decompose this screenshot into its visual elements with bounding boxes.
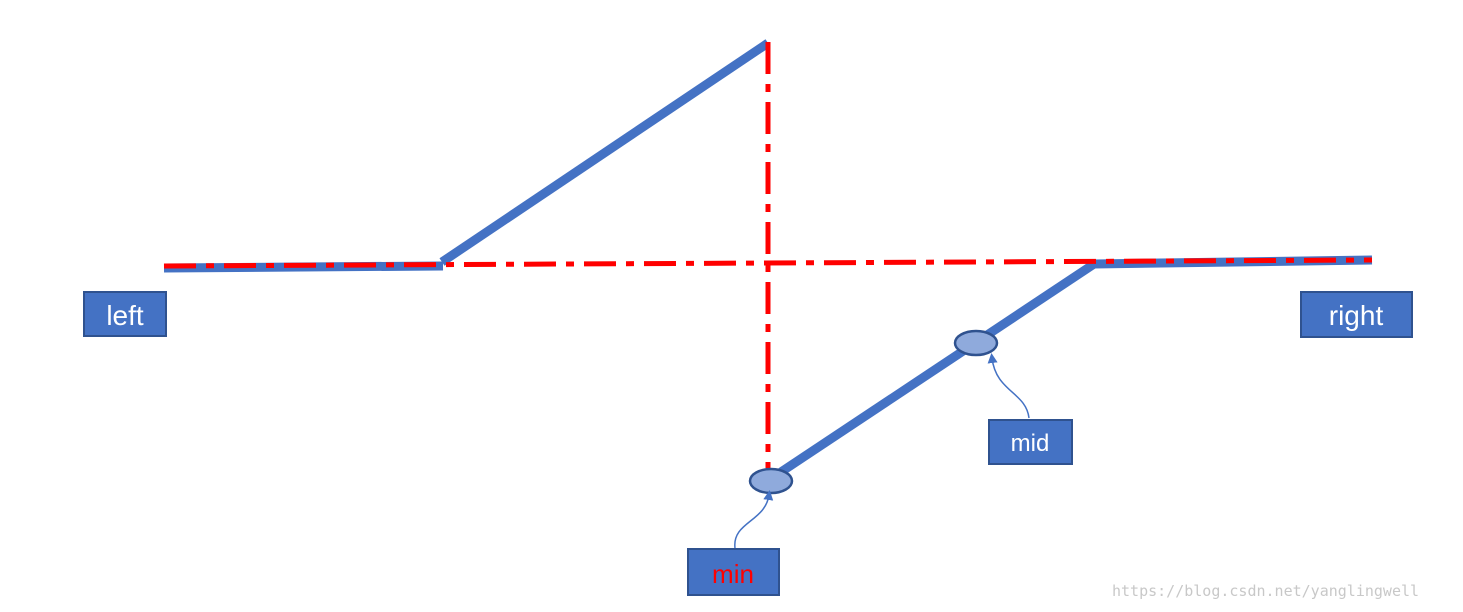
- left-label: left: [106, 300, 144, 331]
- mid-point-marker: [953, 329, 999, 357]
- min-point-marker: [748, 467, 794, 495]
- min-label-box: min: [687, 548, 780, 596]
- mid-label-box: mid: [988, 419, 1073, 465]
- min-arrow: [734, 490, 774, 549]
- min-label: min: [712, 559, 754, 589]
- right-label: right: [1329, 300, 1384, 331]
- mid-arrow: [987, 353, 1030, 419]
- lower-rising-segment: [778, 260, 1097, 476]
- mid-label: mid: [1011, 430, 1050, 457]
- right-label-box: right: [1300, 291, 1413, 338]
- watermark-url: https://blog.csdn.net/yanglingwell: [1112, 582, 1420, 600]
- rising-segment: [439, 39, 771, 266]
- left-label-box: left: [83, 291, 167, 337]
- horizontal-axis-line: [163, 257, 1373, 269]
